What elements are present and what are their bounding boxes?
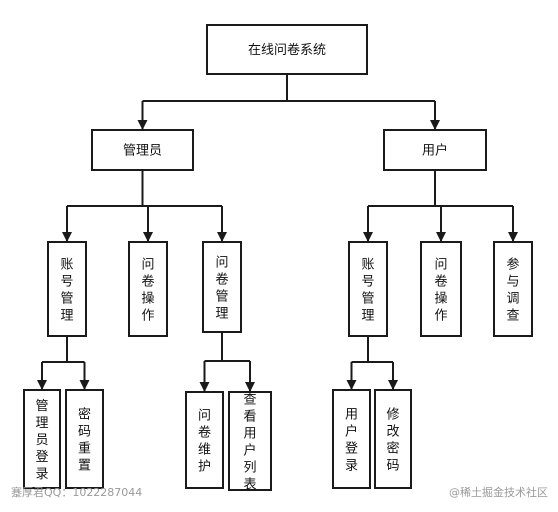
node-label-user-survey-ops: 问卷操作 [434, 257, 447, 323]
author-watermark: 蹇厚君QQ：1022287044 [11, 486, 143, 499]
node-user-participate: 参与调查 [493, 241, 533, 337]
node-user-change-pwd: 修改密码 [374, 389, 412, 489]
node-admin: 管理员 [91, 129, 194, 171]
node-label-user-participate: 参与调查 [506, 256, 519, 323]
node-label-view-user-list: 查看用户列表 [243, 392, 256, 492]
node-label-admin-login: 管理员登录 [35, 399, 48, 482]
connectors [37, 74, 518, 392]
node-root: 在线问卷系统 [206, 24, 368, 75]
node-label-admin-survey-mgmt: 问卷管理 [215, 255, 228, 321]
node-survey-maint: 问卷维护 [185, 391, 224, 489]
node-view-user-list: 查看用户列表 [228, 391, 272, 492]
node-user-account: 账号管理 [348, 241, 388, 337]
site-watermark: @稀土掘金技术社区 [449, 486, 548, 499]
node-user-survey-ops: 问卷操作 [420, 241, 462, 337]
node-label-user-account: 账号管理 [361, 257, 374, 323]
node-admin-account: 账号管理 [47, 241, 87, 337]
node-label-admin-pwd-reset: 密码重置 [78, 406, 91, 473]
node-label-admin: 管理员 [123, 144, 162, 159]
node-label-user: 用户 [422, 143, 448, 159]
node-admin-pwd-reset: 密码重置 [65, 389, 104, 489]
node-label-survey-maint: 问卷维护 [198, 408, 211, 474]
node-label-admin-account: 账号管理 [60, 257, 73, 323]
node-user-login: 用户登录 [332, 389, 371, 489]
node-admin-survey-mgmt: 问卷管理 [202, 241, 242, 333]
node-admin-login: 管理员登录 [23, 389, 61, 489]
node-label-root: 在线问卷系统 [248, 42, 326, 58]
node-label-admin-survey-ops: 问卷操作 [141, 257, 154, 323]
node-label-user-change-pwd: 修改密码 [386, 407, 399, 473]
node-admin-survey-ops: 问卷操作 [128, 241, 168, 337]
node-label-user-login: 用户登录 [345, 407, 358, 473]
node-user: 用户 [383, 129, 487, 171]
